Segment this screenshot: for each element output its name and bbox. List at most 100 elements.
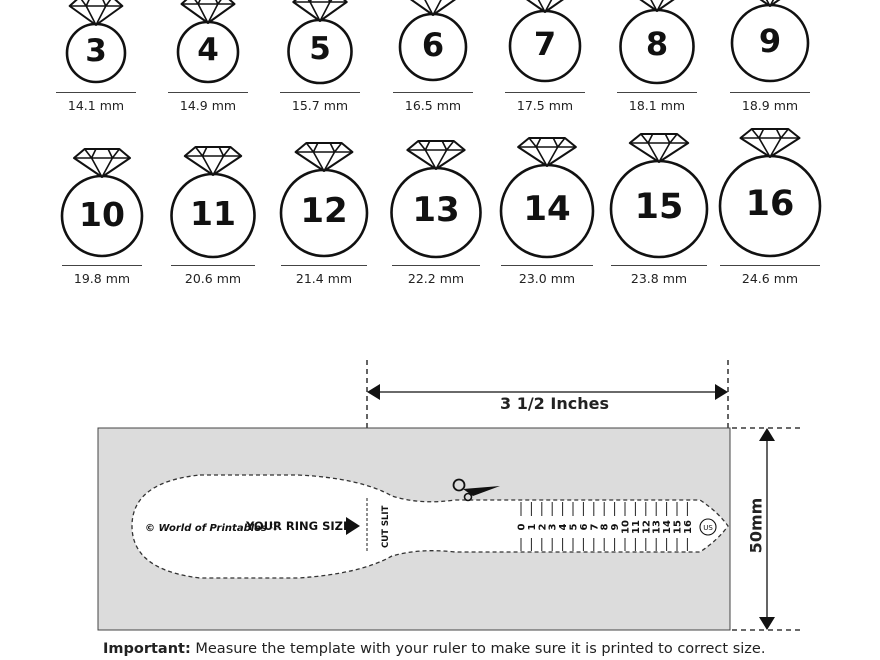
ring-size-mm-label: 15.7 mm (291, 98, 349, 113)
size-underline (501, 265, 593, 266)
diamond-icon (526, 0, 564, 13)
pointer-arrow-icon (346, 517, 360, 535)
width-arrow-right-head (715, 384, 728, 400)
ring-size-number: 16 (745, 183, 795, 224)
height-arrow-bottom-head (759, 617, 775, 630)
us-badge-label: US (703, 524, 713, 532)
size-underline (56, 92, 136, 93)
diamond-icon (406, 139, 466, 170)
diamond-icon (294, 142, 354, 172)
size-underline (730, 92, 810, 93)
diamond-icon (739, 128, 801, 158)
size-underline (168, 92, 248, 93)
height-measure-label: 50mm (746, 497, 766, 554)
scale-number: 12 (641, 520, 652, 534)
diamond-icon (68, 0, 124, 26)
scale-number: 13 (652, 520, 663, 534)
diamond-icon (180, 0, 236, 24)
strip-cutout (131, 474, 729, 579)
diamond-icon (183, 145, 243, 176)
important-note-bold: Important: (103, 641, 191, 657)
ring-size-10: 10 19.8 mm (37, 136, 167, 286)
ring-size-mm-label: 18.1 mm (628, 98, 686, 113)
ring-size-mm-label: 22.2 mm (407, 271, 465, 286)
ring-icon (609, 133, 709, 259)
scale-number: 10 (621, 520, 632, 534)
ring-size-5: 5 15.7 mm (255, 0, 385, 120)
diamond-icon (517, 137, 577, 167)
ring-size-scale (520, 502, 688, 551)
ring-icon (499, 137, 595, 259)
scale-number: 0 (517, 523, 528, 530)
ring-icon (65, 0, 127, 84)
size-underline (281, 265, 367, 266)
ring-icon (730, 0, 810, 83)
scale-number: 16 (683, 520, 694, 534)
ring-size-16: 16 24.6 mm (705, 116, 835, 286)
scale-number: 4 (558, 523, 569, 530)
important-note: Important: Measure the template with you… (103, 641, 765, 657)
ring-size-number: 14 (523, 189, 571, 230)
ring-size-mm-label: 14.9 mm (179, 98, 237, 113)
ring-size-number: 11 (190, 193, 236, 233)
ring-icon (176, 0, 240, 84)
your-ring-size-label: YOUR RING SIZE (245, 519, 351, 533)
ring-size-number: 13 (412, 190, 460, 231)
ring-size-number: 7 (533, 25, 557, 64)
diamond-icon (409, 0, 457, 16)
ring-size-15: 15 23.8 mm (594, 121, 724, 286)
ring-sizer-template (97, 360, 800, 631)
scale-number: 9 (610, 523, 621, 530)
ring-size-number: 3 (85, 32, 107, 69)
diamond-icon (292, 0, 348, 22)
scale-number: 8 (600, 523, 611, 530)
scale-number: 2 (537, 523, 548, 530)
diamond-icon (640, 0, 674, 12)
height-arrow-top-head (759, 428, 775, 441)
important-note-text: Measure the template with your ruler to … (190, 641, 766, 657)
ring-icon (287, 0, 353, 84)
ring-size-mm-label: 24.6 mm (741, 271, 799, 286)
cut-slit-label: CUT SLIT (381, 505, 391, 548)
ring-size-number: 10 (79, 194, 125, 234)
ring-size-number: 5 (309, 30, 331, 67)
ring-size-number: 12 (300, 191, 348, 232)
scale-number: 5 (569, 523, 580, 530)
size-underline (62, 265, 142, 266)
size-underline (720, 265, 820, 266)
ring-size-number: 15 (634, 186, 684, 227)
ring-size-mm-label: 20.6 mm (184, 271, 242, 286)
ring-size-13: 13 22.2 mm (371, 128, 501, 286)
ring-size-mm-label: 18.9 mm (741, 98, 799, 113)
scale-number: 3 (548, 523, 559, 530)
ring-size-number: 6 (421, 26, 445, 65)
ring-size-6: 6 16.5 mm (368, 0, 498, 114)
scissors-icon (452, 478, 500, 502)
ring-size-mm-label: 16.5 mm (404, 98, 462, 113)
ring-size-mm-label: 19.8 mm (73, 271, 131, 286)
ring-icon (279, 142, 369, 258)
size-underline (392, 265, 480, 266)
ring-icon (619, 0, 695, 84)
scale-number: 14 (662, 520, 673, 534)
ring-icon (508, 0, 582, 83)
diamond-icon (759, 0, 781, 7)
ring-icon (390, 139, 482, 258)
ring-size-11: 11 20.6 mm (148, 134, 278, 286)
width-measure-label: 3 1/2 Inches (500, 394, 609, 413)
template-text-layer: © World of Printables ♡ YOUR RING SIZE C… (145, 505, 713, 548)
ring-size-mm-label: 23.8 mm (630, 271, 688, 286)
ring-icon (60, 148, 144, 258)
width-arrow-left-head (367, 384, 380, 400)
scale-number: 7 (589, 523, 600, 530)
ring-icon (718, 128, 822, 258)
ring-icon (170, 145, 256, 258)
diamond-icon (628, 133, 690, 163)
ring-size-mm-label: 23.0 mm (518, 271, 576, 286)
